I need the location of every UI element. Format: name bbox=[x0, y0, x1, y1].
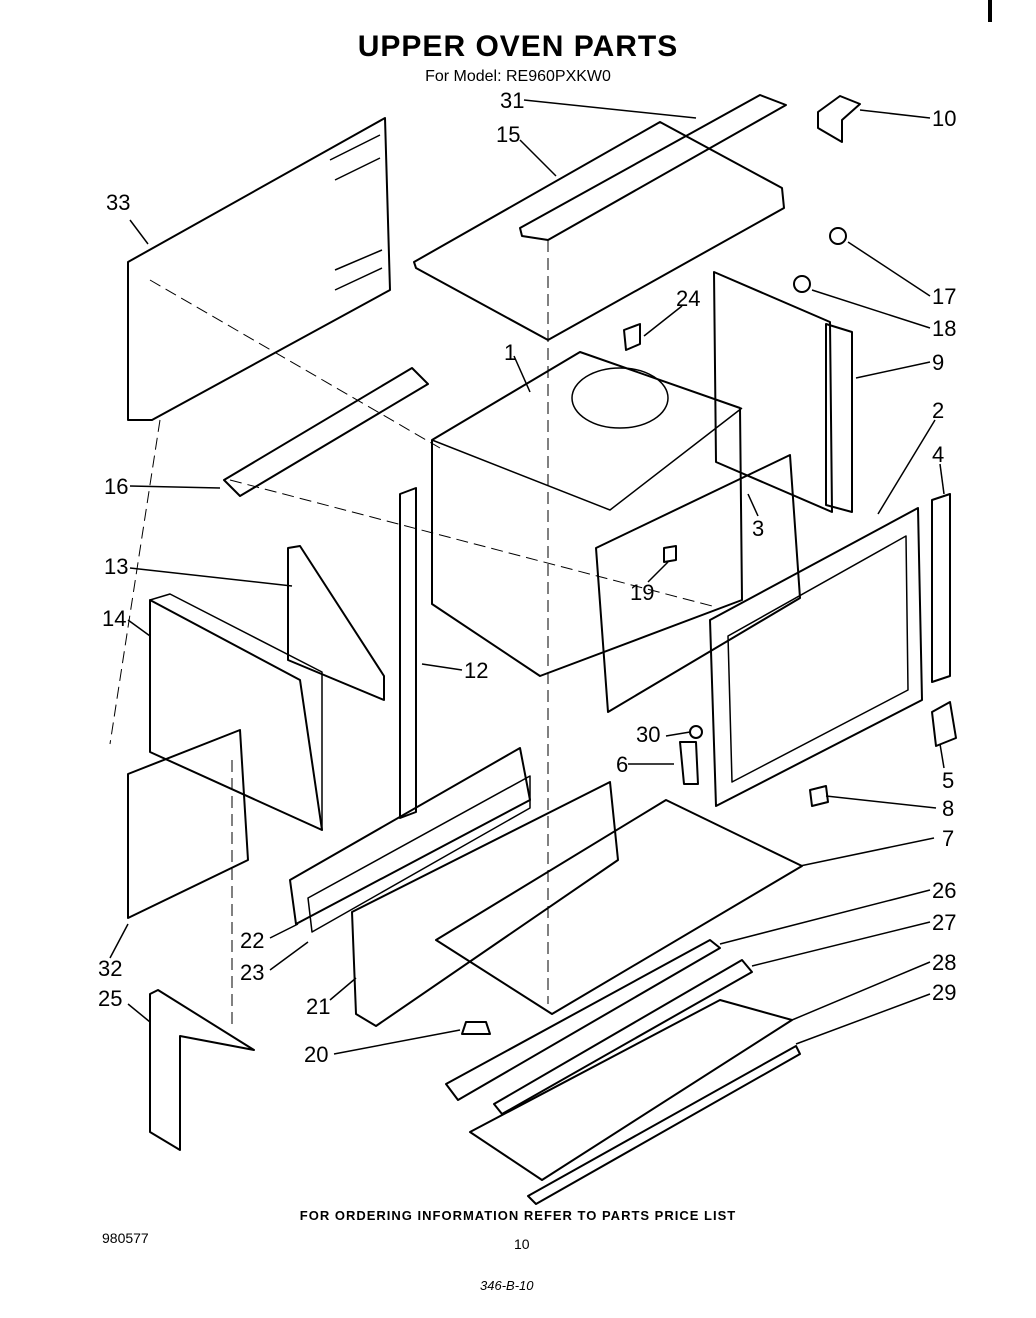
part-32-lower-rear-panel bbox=[127, 729, 249, 919]
page-number: 10 bbox=[514, 1236, 530, 1252]
callout-30: 30 bbox=[636, 722, 660, 747]
callout-22: 22 bbox=[240, 928, 264, 953]
callout-2: 2 bbox=[932, 398, 944, 423]
page-title: UPPER OVEN PARTS bbox=[357, 30, 679, 63]
ordering-info-note: FOR ORDERING INFORMATION REFER TO PARTS … bbox=[299, 1208, 737, 1223]
callout-13: 13 bbox=[104, 554, 128, 579]
callout-20: 20 bbox=[304, 1042, 328, 1067]
part-3-door-gasket bbox=[595, 454, 801, 713]
part-2-door-frame bbox=[709, 507, 923, 807]
callout-1: 1 bbox=[504, 340, 516, 365]
part-25-side-bracket bbox=[149, 989, 255, 1151]
callout-32: 32 bbox=[98, 956, 122, 981]
part-9-side-strip bbox=[825, 323, 853, 513]
part-33-rear-panel bbox=[127, 117, 391, 421]
part-31-top-strip bbox=[519, 94, 787, 241]
callout-27: 27 bbox=[932, 910, 956, 935]
part-9-side-panel bbox=[713, 271, 833, 513]
callout-25: 25 bbox=[98, 986, 122, 1011]
part-21-panel bbox=[351, 781, 619, 1027]
callout-28: 28 bbox=[932, 950, 956, 975]
part-29-front-strip bbox=[527, 1045, 801, 1205]
part-6-hinge bbox=[679, 741, 699, 785]
part-5-clip bbox=[931, 701, 957, 747]
callout-6: 6 bbox=[616, 752, 628, 777]
part-12-vertical-rail bbox=[399, 487, 417, 819]
part-4-trim-strip bbox=[931, 493, 951, 683]
part-23-rail bbox=[307, 775, 531, 933]
callout-29: 29 bbox=[932, 980, 956, 1005]
callout-3: 3 bbox=[752, 516, 764, 541]
callout-7: 7 bbox=[942, 826, 954, 851]
callout-9: 9 bbox=[932, 350, 944, 375]
part-16-support-bar bbox=[223, 367, 429, 497]
part-22-front-rail bbox=[289, 747, 531, 925]
part-15-top-panel bbox=[413, 121, 785, 341]
callout-23: 23 bbox=[240, 960, 264, 985]
page-edge-mark bbox=[988, 0, 992, 22]
handwritten-annotation: 346-B-10 bbox=[480, 1278, 534, 1293]
callout-19: 19 bbox=[630, 580, 654, 605]
callout-14: 14 bbox=[102, 606, 126, 631]
callout-31: 31 bbox=[500, 88, 524, 113]
callout-33: 33 bbox=[106, 190, 130, 215]
callout-10: 10 bbox=[932, 106, 956, 131]
part-24-clip bbox=[623, 323, 641, 351]
part-18-bulb bbox=[793, 275, 811, 293]
part-26-channel bbox=[445, 939, 721, 1101]
part-7-bottom-tray bbox=[435, 799, 803, 1015]
part-14-side-panel bbox=[149, 599, 323, 831]
callout-16: 16 bbox=[104, 474, 128, 499]
callout-5: 5 bbox=[942, 768, 954, 793]
part-8-connector bbox=[809, 785, 829, 807]
part-17-socket bbox=[829, 227, 847, 245]
callout-8: 8 bbox=[942, 796, 954, 821]
callout-26: 26 bbox=[932, 878, 956, 903]
callout-15: 15 bbox=[496, 122, 520, 147]
document-number: 980577 bbox=[102, 1230, 149, 1246]
part-20-clip bbox=[461, 1021, 491, 1035]
model-subtitle: For Model: RE960PXKW0 bbox=[425, 68, 611, 85]
part-13-gusset bbox=[287, 545, 385, 701]
callout-17: 17 bbox=[932, 284, 956, 309]
part-19-clip bbox=[663, 545, 677, 563]
callout-18: 18 bbox=[932, 316, 956, 341]
part-1-oven-liner bbox=[431, 351, 743, 677]
part-10-bracket bbox=[817, 95, 861, 143]
part-30-screw bbox=[689, 725, 703, 739]
part-27-tube bbox=[493, 959, 753, 1115]
callout-21: 21 bbox=[306, 994, 330, 1019]
callout-4: 4 bbox=[932, 442, 944, 467]
callout-12: 12 bbox=[464, 658, 488, 683]
callout-24: 24 bbox=[676, 286, 700, 311]
